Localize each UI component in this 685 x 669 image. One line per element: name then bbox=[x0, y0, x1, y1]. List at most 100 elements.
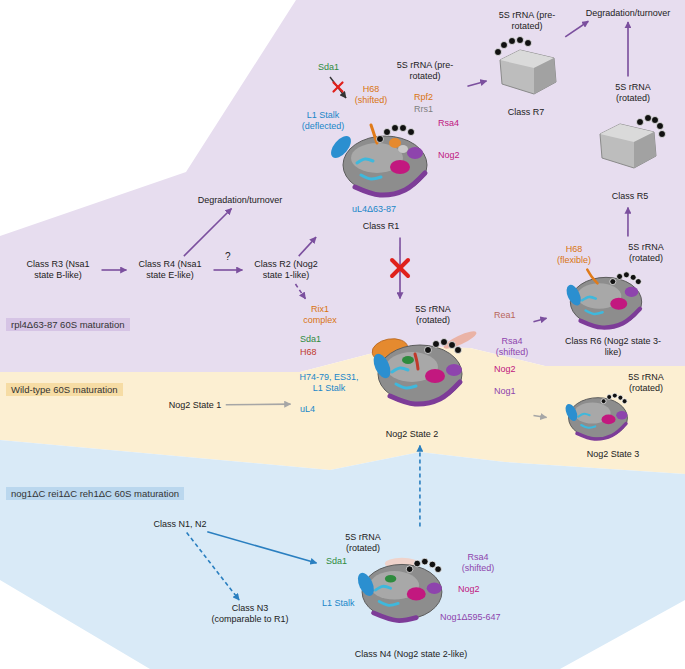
state-label: Class R2 (Nog2 state 1-like) bbox=[247, 259, 325, 281]
annotation-label: 5S rRNA (rotated) bbox=[408, 304, 458, 326]
connector-layer bbox=[102, 21, 628, 600]
state-label: Class R6 (Nog2 state 3-like) bbox=[563, 336, 663, 358]
flow-arrow bbox=[214, 269, 243, 271]
annotation-label: Rsa4 bbox=[438, 118, 459, 129]
region-title: Wild-type 60S maturation bbox=[11, 384, 118, 395]
rsa4-shape bbox=[446, 364, 462, 376]
state-label: Class N4 (Nog2 state 2-like) bbox=[355, 649, 468, 660]
state-label: Class N3 (comparable to R1) bbox=[207, 603, 293, 625]
annotation-label: 5S rRNA (rotated) bbox=[338, 532, 388, 554]
label-slot: Rsa4 (shifted) bbox=[492, 336, 532, 358]
flow-arrow bbox=[184, 208, 232, 256]
flow-arrow bbox=[226, 403, 291, 405]
flow-arrow bbox=[533, 416, 546, 418]
state-label: Class R5 bbox=[612, 191, 649, 202]
label-slot: Nog2 bbox=[438, 150, 460, 161]
annotation-label: Nog2 bbox=[494, 364, 516, 375]
5s-rrna-bead bbox=[607, 395, 612, 400]
state-label: Nog2 State 1 bbox=[169, 400, 222, 411]
state-node: Degradation/turnover bbox=[195, 193, 286, 208]
5s-rrna-bead bbox=[630, 274, 636, 280]
5s-rrna-chain bbox=[610, 272, 641, 285]
5s-rrna-bead bbox=[449, 342, 456, 349]
state-node: Class N3 (comparable to R1) bbox=[204, 601, 296, 627]
5s-rrna-chain bbox=[637, 115, 666, 138]
5s-rrna-bead bbox=[377, 136, 384, 143]
label-slot: H74-79, ES31, L1 Stalk bbox=[296, 372, 362, 394]
label-slot: 5S rRNA (rotated) bbox=[616, 242, 676, 264]
5s-rrna-bead bbox=[421, 558, 428, 565]
5s-rrna-bead bbox=[618, 395, 623, 400]
h68-helix bbox=[371, 125, 377, 143]
60s-body bbox=[570, 277, 641, 326]
flow-arrow bbox=[299, 237, 316, 256]
5s-rrna-bead bbox=[406, 566, 413, 573]
annotation-label: Sda1 bbox=[326, 556, 347, 567]
label-slot: Rsa4 (shifted) bbox=[456, 552, 500, 574]
h68-helix bbox=[587, 270, 597, 284]
annotation-label: Nog1 bbox=[494, 386, 516, 397]
region-heading: rpl4Δ63-87 60S maturation bbox=[6, 318, 130, 331]
annotation-label: 5S rRNA (pre-rotated) bbox=[394, 60, 456, 82]
5s-rrna-bead bbox=[433, 341, 440, 348]
flow-arrow bbox=[295, 284, 305, 299]
ul4-segment bbox=[379, 602, 398, 606]
label-slot: H68 (shifted) bbox=[350, 84, 392, 106]
particle-illustration bbox=[563, 393, 627, 439]
blocked-mark bbox=[334, 83, 343, 92]
state-node: Class R2 (Nog2 state 1-like) bbox=[244, 257, 328, 283]
region-outline bbox=[0, 0, 685, 372]
label-slot: 5S rRNA (pre-rotated) bbox=[394, 60, 456, 82]
l1-stalk bbox=[355, 570, 377, 598]
flow-arrow bbox=[565, 21, 588, 37]
5s-rrna-bead bbox=[635, 279, 641, 285]
particle-illustration bbox=[370, 328, 478, 404]
state-label: Degradation/turnover bbox=[198, 195, 283, 206]
ul4-segment bbox=[396, 384, 416, 388]
h74-79-segment bbox=[392, 368, 408, 372]
label-slot: uL4Δ63-87 bbox=[352, 204, 396, 215]
flow-arrow bbox=[627, 208, 629, 237]
h74-79-segment bbox=[357, 159, 373, 163]
5s-rrna-bead bbox=[455, 347, 462, 354]
label-slot: L1 Stalk bbox=[322, 598, 355, 609]
annotation-label: uL4Δ63-87 bbox=[352, 204, 396, 215]
annotation-label: Rpf2 bbox=[414, 92, 433, 103]
60s-body bbox=[569, 398, 628, 439]
ul4-segment bbox=[581, 425, 595, 428]
blocked-stroke bbox=[392, 260, 408, 276]
annotation-label: L1 Stalk (deflected) bbox=[298, 110, 348, 132]
particle-facet bbox=[534, 58, 556, 94]
5s-rrna-bead bbox=[425, 347, 432, 354]
label-slot: H68 bbox=[300, 347, 317, 358]
annotation-label: Rsa4 (shifted) bbox=[456, 552, 500, 574]
sda1-arrow bbox=[330, 77, 346, 98]
label-slot: Sda1 bbox=[300, 334, 321, 345]
region-title: nog1ΔC rei1ΔC reh1ΔC 60S maturation bbox=[11, 488, 179, 499]
annotation-label: Nog1Δ595-647 bbox=[440, 612, 501, 623]
l1-stalk bbox=[564, 283, 584, 308]
flow-arrow bbox=[207, 532, 316, 563]
label-slot: Nog2 bbox=[458, 584, 480, 595]
state-node: Nog2 State 1 bbox=[166, 398, 225, 413]
5s-rrna-bead bbox=[384, 129, 391, 136]
h74-79-segment bbox=[578, 414, 589, 417]
l1-stalk bbox=[563, 402, 580, 423]
particle-illustration bbox=[355, 558, 442, 621]
region-heading: nog1ΔC rei1ΔC reh1ΔC 60S maturation bbox=[6, 487, 184, 500]
blocked-mark bbox=[392, 260, 408, 276]
label-slot: H68 (flexible) bbox=[552, 244, 596, 266]
annotation-label: Nog2 bbox=[458, 584, 480, 595]
blocked-stroke bbox=[334, 83, 343, 92]
degraded-particle bbox=[500, 50, 556, 94]
5s-rrna-bead bbox=[392, 125, 399, 132]
annotation-label: Rix1 complex bbox=[300, 304, 340, 326]
edge-label: ? bbox=[225, 251, 231, 263]
blocked-stroke bbox=[392, 260, 408, 276]
state-label: Class R3 (Nsa1 state B-like) bbox=[19, 259, 97, 281]
rrs1-shape bbox=[398, 145, 408, 153]
